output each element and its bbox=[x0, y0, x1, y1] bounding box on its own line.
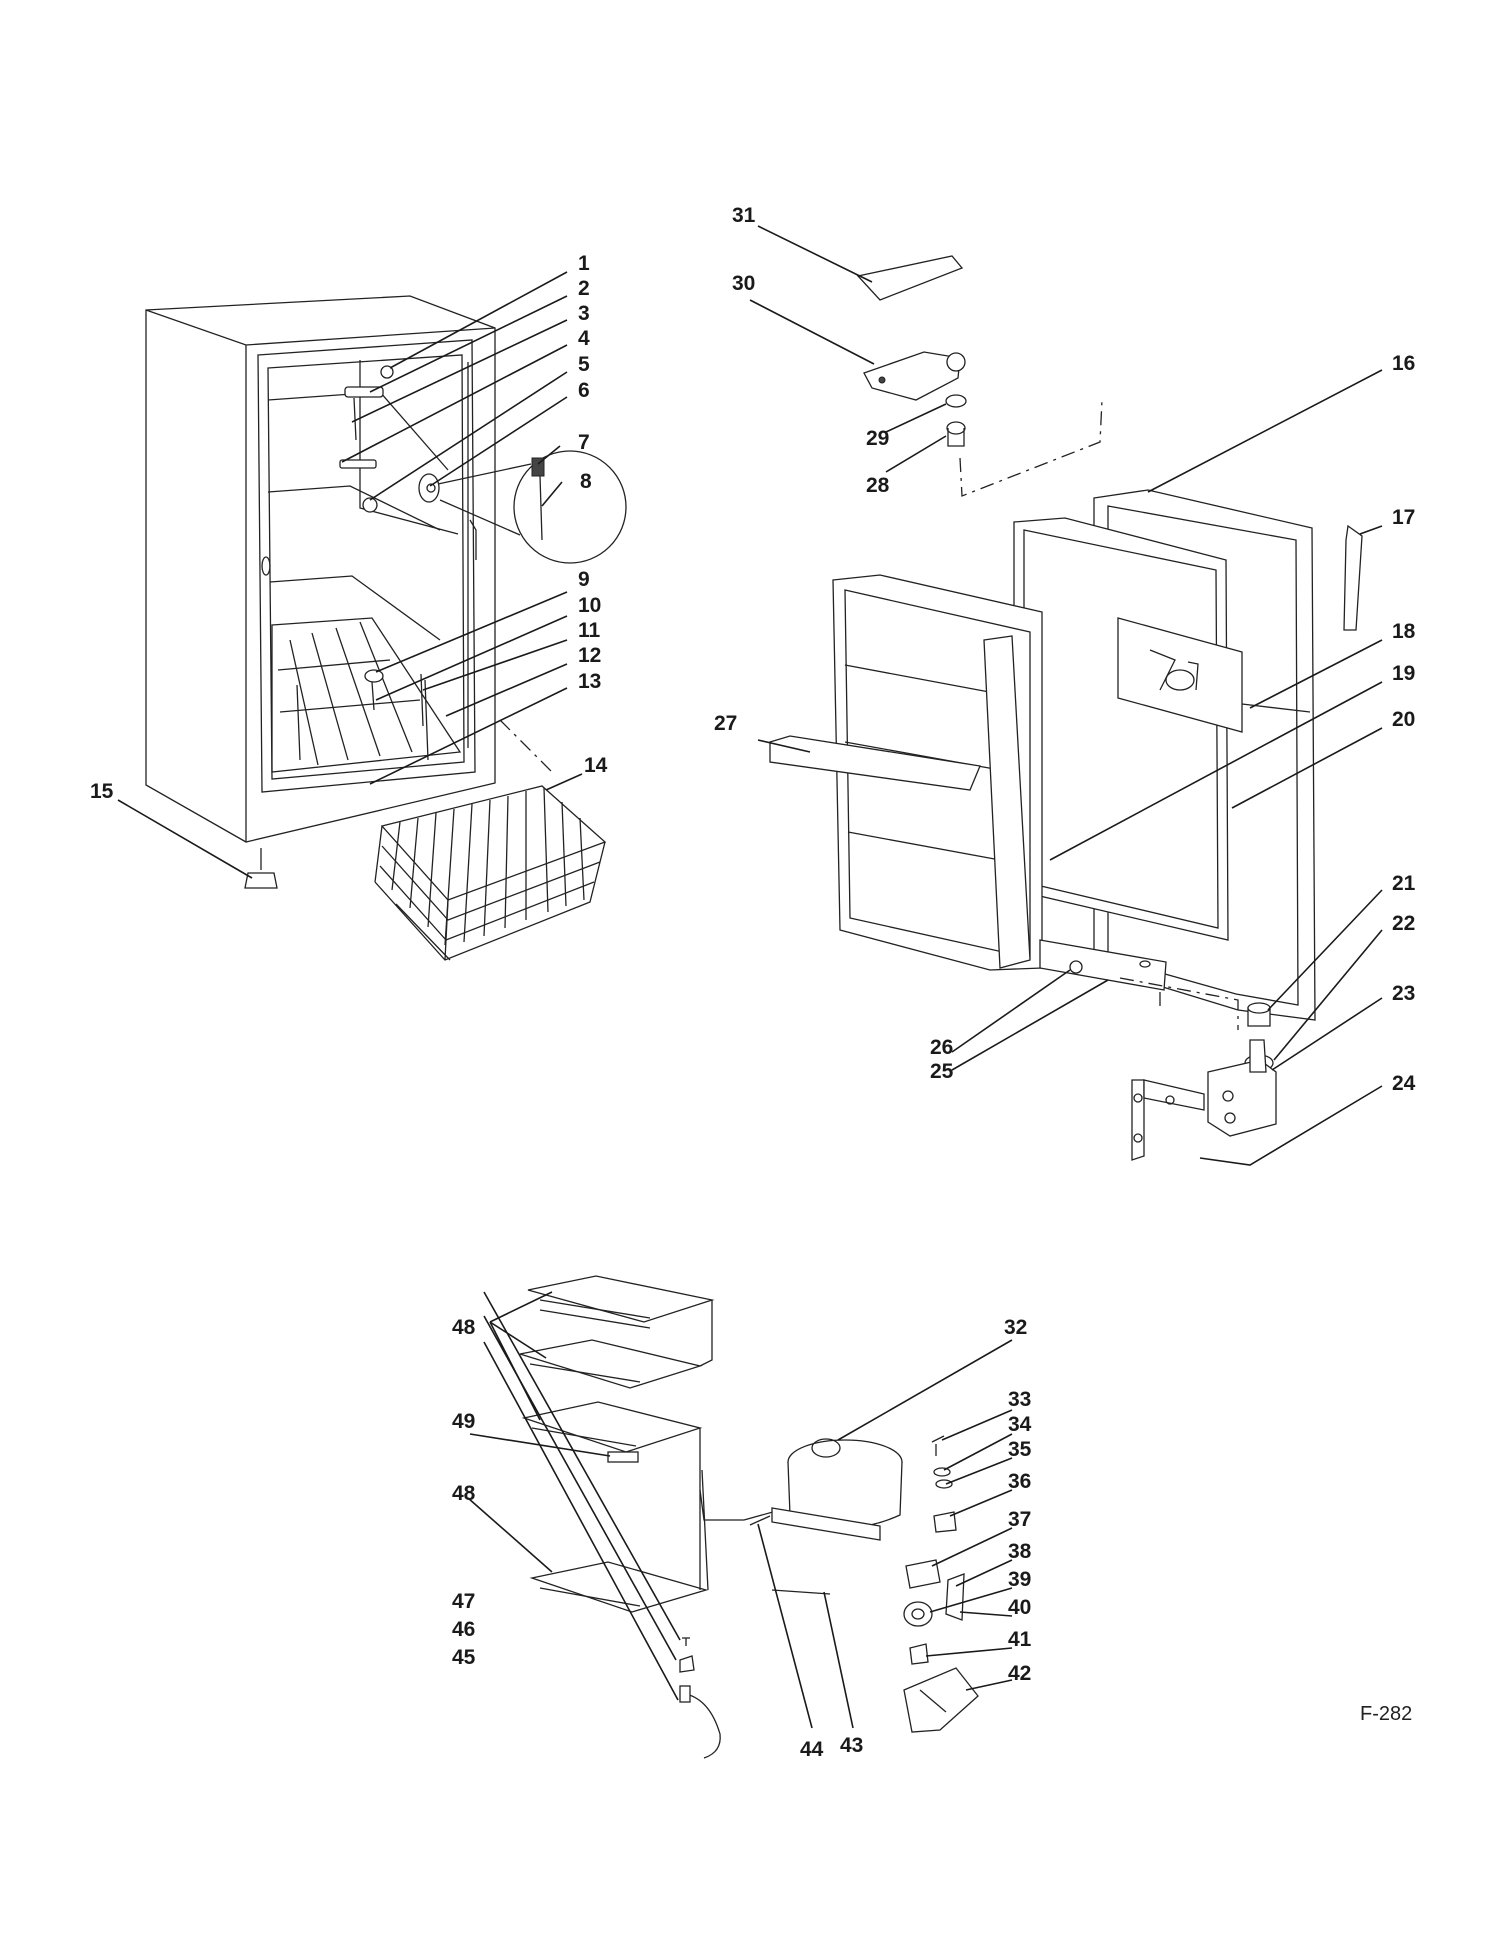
callout-26: 26 bbox=[930, 1036, 953, 1059]
callout-2: 2 bbox=[578, 277, 590, 300]
callout-35: 35 bbox=[1008, 1438, 1032, 1461]
callout-32: 32 bbox=[1004, 1316, 1027, 1339]
callout-13: 13 bbox=[578, 670, 601, 693]
callout-23: 23 bbox=[1392, 982, 1415, 1005]
callout-44: 44 bbox=[800, 1738, 824, 1761]
callout-49: 49 bbox=[452, 1410, 475, 1433]
callout-3: 3 bbox=[578, 302, 590, 325]
callout-8: 8 bbox=[580, 470, 592, 493]
refrigerator-cabinet bbox=[145, 295, 627, 889]
callout-4: 4 bbox=[578, 327, 590, 350]
callout-29: 29 bbox=[866, 427, 889, 450]
callout-25: 25 bbox=[930, 1060, 954, 1083]
callout-41: 41 bbox=[1008, 1628, 1032, 1651]
diagram-code: F-282 bbox=[1360, 1703, 1412, 1725]
callout-37: 37 bbox=[1008, 1508, 1031, 1531]
callout-14: 14 bbox=[584, 754, 608, 777]
callout-19: 19 bbox=[1392, 662, 1415, 685]
callout-48-lower: 48 bbox=[452, 1482, 476, 1505]
callout-24: 24 bbox=[1392, 1072, 1416, 1095]
callout-15: 15 bbox=[90, 780, 114, 803]
callout-17: 17 bbox=[1392, 506, 1415, 529]
callout-43: 43 bbox=[840, 1734, 863, 1757]
callout-36: 36 bbox=[1008, 1470, 1031, 1493]
callout-46: 46 bbox=[452, 1618, 475, 1641]
callout-labels: 1 2 3 4 5 6 7 8 9 10 11 12 13 14 15 16 1… bbox=[90, 204, 1416, 1761]
callout-31: 31 bbox=[732, 204, 756, 227]
callout-12: 12 bbox=[578, 644, 601, 667]
callout-34: 34 bbox=[1008, 1413, 1032, 1436]
leader-lines bbox=[117, 225, 1383, 1729]
callout-27: 27 bbox=[714, 712, 737, 735]
callout-48-top: 48 bbox=[452, 1316, 476, 1339]
callout-28: 28 bbox=[866, 474, 890, 497]
callout-20: 20 bbox=[1392, 708, 1415, 731]
callout-33: 33 bbox=[1008, 1388, 1031, 1411]
callout-5: 5 bbox=[578, 353, 590, 376]
callout-21: 21 bbox=[1392, 872, 1416, 895]
evaporator-assembly bbox=[519, 1275, 979, 1759]
door-assembly bbox=[769, 255, 1363, 1161]
callout-9: 9 bbox=[578, 568, 590, 591]
callout-16: 16 bbox=[1392, 352, 1415, 375]
callout-10: 10 bbox=[578, 594, 601, 617]
callout-22: 22 bbox=[1392, 912, 1415, 935]
callout-1: 1 bbox=[578, 252, 590, 275]
callout-18: 18 bbox=[1392, 620, 1416, 643]
callout-40: 40 bbox=[1008, 1596, 1031, 1619]
callout-6: 6 bbox=[578, 379, 590, 402]
callout-30: 30 bbox=[732, 272, 755, 295]
callout-38: 38 bbox=[1008, 1540, 1032, 1563]
callout-47: 47 bbox=[452, 1590, 475, 1613]
callout-45: 45 bbox=[452, 1646, 476, 1669]
wire-basket bbox=[374, 785, 607, 961]
callout-39: 39 bbox=[1008, 1568, 1031, 1591]
callout-11: 11 bbox=[578, 619, 601, 642]
callout-7: 7 bbox=[578, 431, 590, 454]
callout-42: 42 bbox=[1008, 1662, 1031, 1685]
